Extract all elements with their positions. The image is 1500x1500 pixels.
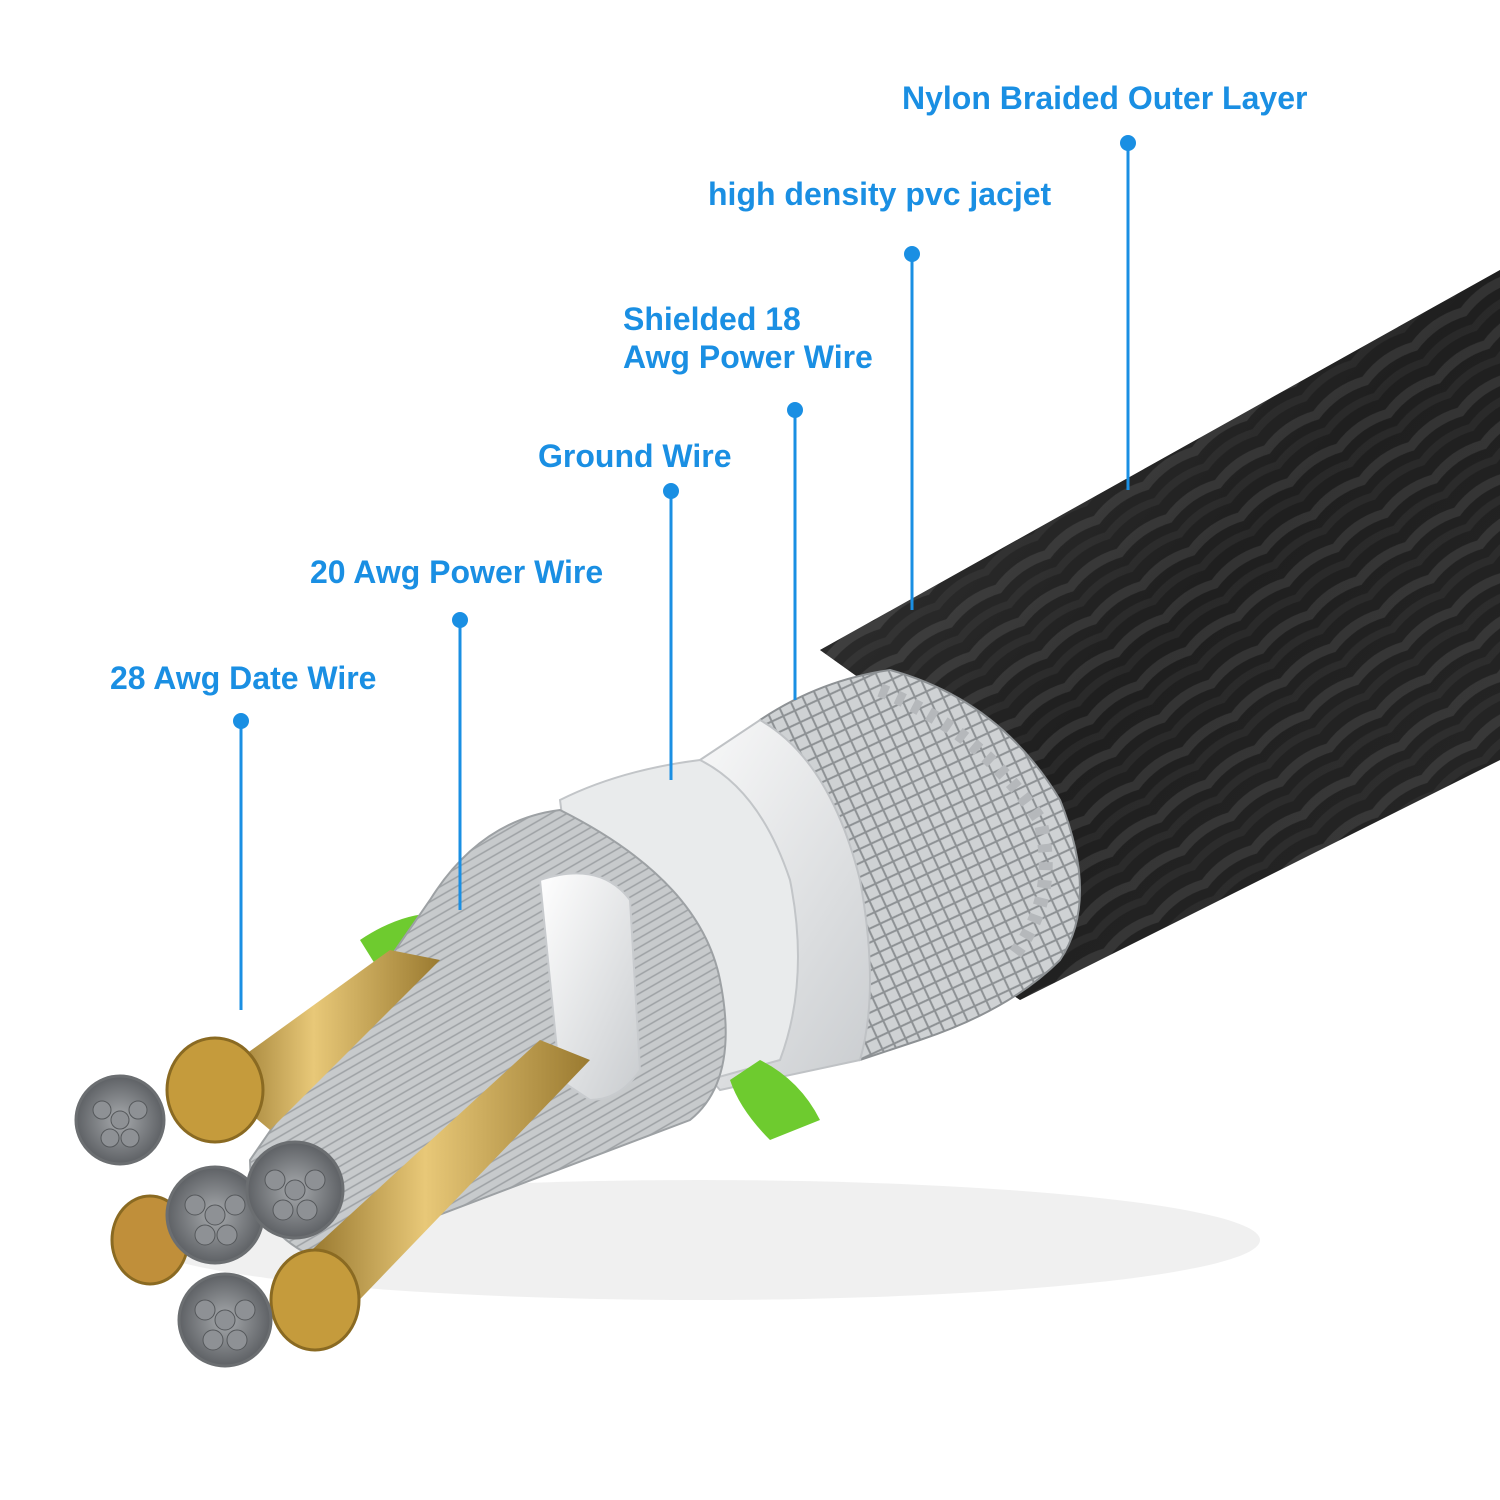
label-nylon-braided-outer-layer: Nylon Braided Outer Layer xyxy=(902,79,1307,117)
label-text: Ground Wire xyxy=(538,438,732,474)
label-text: 20 Awg Power Wire xyxy=(310,554,604,590)
white-wire xyxy=(538,872,642,1102)
label-28-awg-date-wire: 28 Awg Date Wire xyxy=(110,659,376,697)
label-text: 28 Awg Date Wire xyxy=(110,660,377,696)
label-text: high density pvc jacjet xyxy=(708,176,1052,212)
callout-leaders xyxy=(233,135,1136,1010)
label-text: Nylon Braided Outer Layer xyxy=(902,80,1308,116)
label-high-density-pvc-jacket: high density pvc jacjet xyxy=(708,175,1051,213)
conductor-ends xyxy=(74,1074,345,1368)
label-text-line-2: Awg Power Wire xyxy=(623,339,873,375)
gold-wire-1 xyxy=(210,950,440,1130)
gold-wire-2 xyxy=(290,1040,590,1320)
label-text-line-1: Shielded 18 xyxy=(623,301,801,337)
label-shielded-18-awg-power-wire: Shielded 18 Awg Power Wire xyxy=(623,300,873,376)
label-20-awg-power-wire: 20 Awg Power Wire xyxy=(310,553,603,591)
label-ground-wire: Ground Wire xyxy=(538,437,731,475)
